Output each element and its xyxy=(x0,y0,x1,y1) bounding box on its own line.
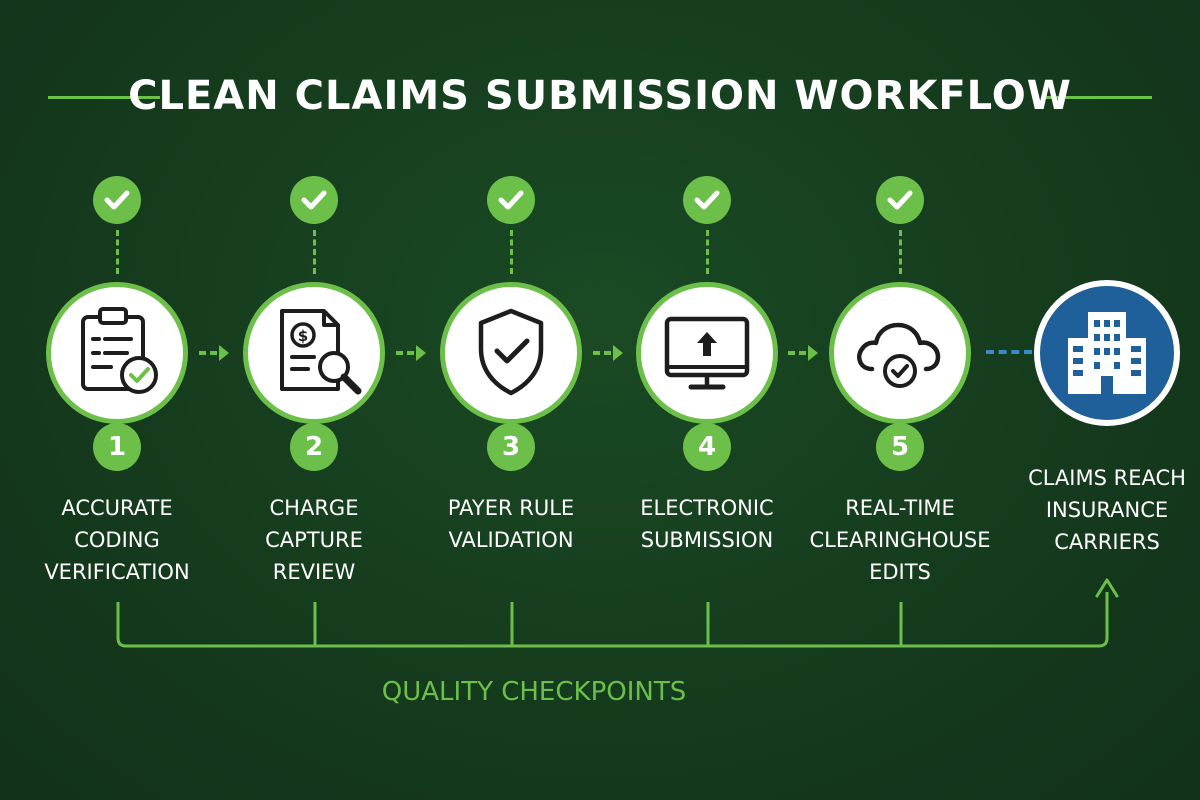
checkpoint-check-icon-2 xyxy=(290,176,338,224)
final-connector xyxy=(986,350,1032,354)
final-circle xyxy=(1034,280,1180,426)
check-connector-2 xyxy=(313,230,316,274)
step-1-circle xyxy=(46,282,188,424)
step-label-line: REAL-TIME xyxy=(845,496,955,520)
step-3-circle xyxy=(440,282,582,424)
step-label-line: CODING xyxy=(74,528,160,552)
step-number-5: 5 xyxy=(876,423,924,471)
checkpoint-check-icon-5 xyxy=(876,176,924,224)
step-label-line: CLEARINGHOUSE xyxy=(809,528,991,552)
step-2-circle: $ xyxy=(243,282,385,424)
step-label-line: VERIFICATION xyxy=(44,560,190,584)
step-label-3: PAYER RULE VALIDATION xyxy=(416,492,606,556)
check-connector-1 xyxy=(116,230,119,274)
svg-text:$: $ xyxy=(298,327,308,345)
step-label-line: CHARGE xyxy=(269,496,359,520)
checkpoint-check-icon-3 xyxy=(487,176,535,224)
step-label-line: ACCURATE xyxy=(61,496,173,520)
final-label: CLAIMS REACH INSURANCE CARRIERS xyxy=(1012,462,1200,558)
monitor-upload-icon xyxy=(664,316,750,390)
step-5-circle xyxy=(829,282,971,424)
flow-arrow-1 xyxy=(199,345,229,361)
step-label-line: SUBMISSION xyxy=(640,528,774,552)
cloud-check-icon xyxy=(857,322,941,388)
building-icon xyxy=(1068,312,1146,394)
title-rule-right xyxy=(1046,96,1152,99)
step-label-5: REAL-TIME CLEARINGHOUSE EDITS xyxy=(805,492,995,588)
flow-arrow-4 xyxy=(788,345,818,361)
step-number-1: 1 xyxy=(93,423,141,471)
final-label-line: CLAIMS REACH xyxy=(1028,466,1186,490)
shield-check-icon xyxy=(478,308,544,396)
quality-checkpoints-label: QUALITY CHECKPOINTS xyxy=(381,677,687,707)
check-connector-3 xyxy=(510,230,513,274)
step-label-1: ACCURATE CODING VERIFICATION xyxy=(22,492,212,588)
step-label-line: CAPTURE xyxy=(265,528,363,552)
step-number-2: 2 xyxy=(290,423,338,471)
step-number-3: 3 xyxy=(487,423,535,471)
flow-arrow-3 xyxy=(593,345,623,361)
step-number-4: 4 xyxy=(683,423,731,471)
check-connector-5 xyxy=(899,230,902,274)
final-label-line: INSURANCE xyxy=(1045,498,1169,522)
step-label-line: ELECTRONIC xyxy=(640,496,774,520)
step-4-circle xyxy=(636,282,778,424)
step-label-2: CHARGE CAPTURE REVIEW xyxy=(219,492,409,588)
final-label-line: CARRIERS xyxy=(1054,530,1160,554)
title-rule-left xyxy=(48,96,160,99)
checkpoint-check-icon-1 xyxy=(93,176,141,224)
clipboard-check-icon xyxy=(81,307,158,394)
check-connector-4 xyxy=(706,230,709,274)
step-label-4: ELECTRONIC SUBMISSION xyxy=(612,492,802,556)
step-label-line: VALIDATION xyxy=(448,528,574,552)
step-label-line: PAYER RULE xyxy=(447,496,575,520)
step-label-line: REVIEW xyxy=(272,560,356,584)
invoice-search-icon: $ xyxy=(280,309,362,395)
step-label-line: EDITS xyxy=(869,560,931,584)
page-title: CLEAN CLAIMS SUBMISSION WORKFLOW xyxy=(128,73,1072,119)
flow-arrow-2 xyxy=(396,345,426,361)
checkpoint-check-icon-4 xyxy=(683,176,731,224)
